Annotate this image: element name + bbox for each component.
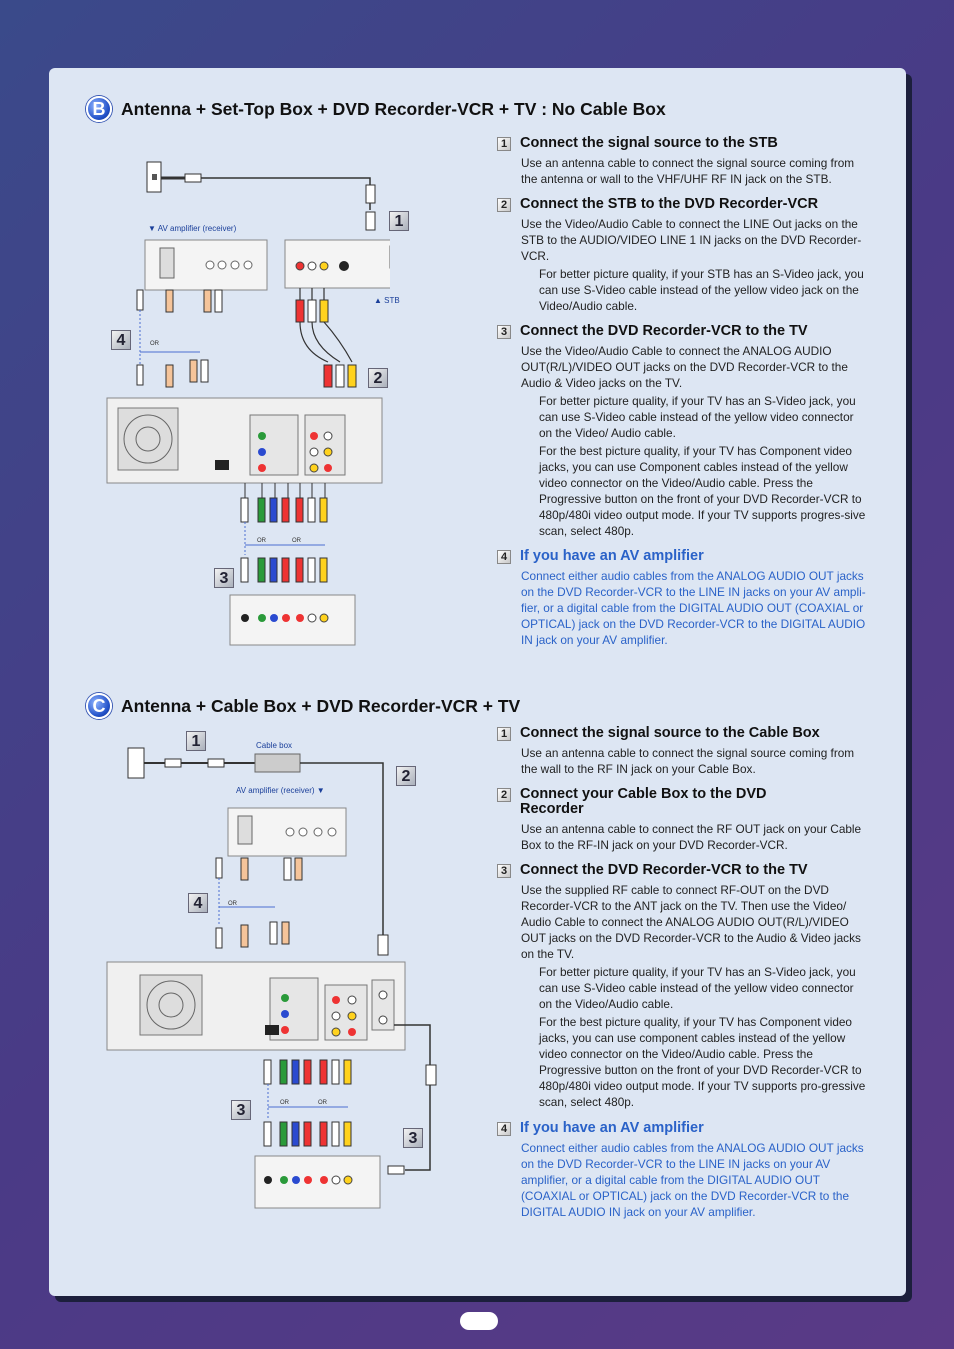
step-number: 4 xyxy=(497,1122,511,1136)
step-body: Connect either audio cables from the ANA… xyxy=(521,569,866,647)
step-title: Connect your Cable Box to the DVD Record… xyxy=(520,786,767,817)
stb-label: ▲ STB xyxy=(374,296,400,305)
step-number: 3 xyxy=(497,325,511,339)
step-note-2: For the best picture quality, if your TV… xyxy=(539,1015,866,1109)
av-amplifier-label: AV amplifier (receiver) ▼ xyxy=(236,786,325,795)
step-note: For better picture quality, if your TV h… xyxy=(539,965,856,1011)
step-number: 1 xyxy=(497,727,511,741)
step-title: If you have an AV amplifier xyxy=(520,548,704,564)
fan-icon xyxy=(139,974,203,1036)
cable-box-label: Cable box xyxy=(256,741,293,750)
step-number: 4 xyxy=(497,550,511,564)
section-c-step-1: 1 Connect the signal source to the Cable … xyxy=(497,726,867,777)
callout-2: 2 xyxy=(396,766,416,786)
section-c-step-2: 2 Connect your Cable Box to the DVD Recor… xyxy=(497,787,867,853)
step-body: Use an antenna cable to connect the sign… xyxy=(521,746,855,776)
section-c-diagram: OR OR OR xyxy=(100,730,440,1220)
page-number-pill xyxy=(460,1312,498,1330)
step-note: For better picture quality, if your TV h… xyxy=(539,394,856,440)
step-title: If you have an AV amplifier xyxy=(520,1120,704,1136)
callout-1: 1 xyxy=(389,211,409,231)
callout-4: 4 xyxy=(188,893,208,913)
section-b-title-text: Antenna + Set-Top Box + DVD Recorder-VCR… xyxy=(121,98,666,119)
step-body: Use the Video/Audio Cable to connect the… xyxy=(521,344,848,390)
svg-text:OR: OR xyxy=(292,538,302,544)
step-body: Use the Video/Audio Cable to connect the… xyxy=(521,217,862,263)
section-c-title-text: Antenna + Cable Box + DVD Recorder-VCR +… xyxy=(121,695,521,716)
step-title: Connect the signal source to the Cable B… xyxy=(520,725,820,741)
callout-4: 4 xyxy=(111,330,131,350)
av-amplifier-label: ▼ AV amplifier (receiver) xyxy=(148,224,237,233)
step-number: 1 xyxy=(497,137,511,151)
step-title: Connect the STB to the DVD Recorder-VCR xyxy=(520,196,819,212)
callout-3: 3 xyxy=(231,1100,251,1120)
svg-text:OR: OR xyxy=(280,1100,290,1106)
step-title: Connect the DVD Recorder-VCR to the TV xyxy=(520,862,808,878)
svg-text:OR: OR xyxy=(228,901,238,907)
callout-2: 2 xyxy=(368,368,388,388)
svg-text:OR: OR xyxy=(318,1100,328,1106)
section-c-wiring-svg: OR OR OR xyxy=(106,747,437,1209)
section-b-step-1: 1 Connect the signal source to the STB Us… xyxy=(497,136,867,187)
wall-plate-icon xyxy=(127,747,145,779)
section-b-title: B Antenna + Set-Top Box + DVD Recorder-V… xyxy=(86,96,666,122)
step-body: Use an antenna cable to connect the sign… xyxy=(521,156,855,186)
tv-device xyxy=(229,594,356,646)
step-number: 2 xyxy=(497,198,511,212)
section-b-wiring-svg: OR OR OR xyxy=(106,161,390,646)
svg-text:OR: OR xyxy=(257,538,267,544)
step-title: Connect the DVD Recorder-VCR to the TV xyxy=(520,323,808,339)
section-b-step-2: 2 Connect the STB to the DVD Recorder-VCR… xyxy=(497,197,867,314)
step-note: For better picture quality, if your STB … xyxy=(539,267,864,313)
step-number: 3 xyxy=(497,864,511,878)
step-body: Connect either audio cables from the ANA… xyxy=(521,1141,864,1219)
step-body: Use an antenna cable to connect the RF O… xyxy=(521,822,862,852)
step-note-2: For the best picture quality, if your TV… xyxy=(539,444,866,538)
step-number: 2 xyxy=(497,788,511,802)
section-b-step-4: 4 If you have an AV amplifier Connect eit… xyxy=(497,549,867,648)
tv-device xyxy=(254,1155,381,1209)
step-body: Use the supplied RF cable to connect RF-… xyxy=(521,883,861,961)
section-c-title: C Antenna + Cable Box + DVD Recorder-VCR… xyxy=(86,693,520,719)
section-c-step-4: 4 If you have an AV amplifier Connect eit… xyxy=(497,1121,867,1220)
callout-1: 1 xyxy=(186,731,206,751)
cable-box-device xyxy=(254,753,301,773)
section-c-badge: C xyxy=(86,693,112,719)
callout-3b: 3 xyxy=(403,1128,423,1148)
fan-icon xyxy=(117,407,179,471)
step-title: Connect the signal source to the STB xyxy=(520,135,778,151)
section-b-diagram: OR OR OR xyxy=(100,140,409,650)
callout-3: 3 xyxy=(214,568,234,588)
svg-text:OR: OR xyxy=(150,341,160,347)
section-b-badge: B xyxy=(86,96,112,122)
